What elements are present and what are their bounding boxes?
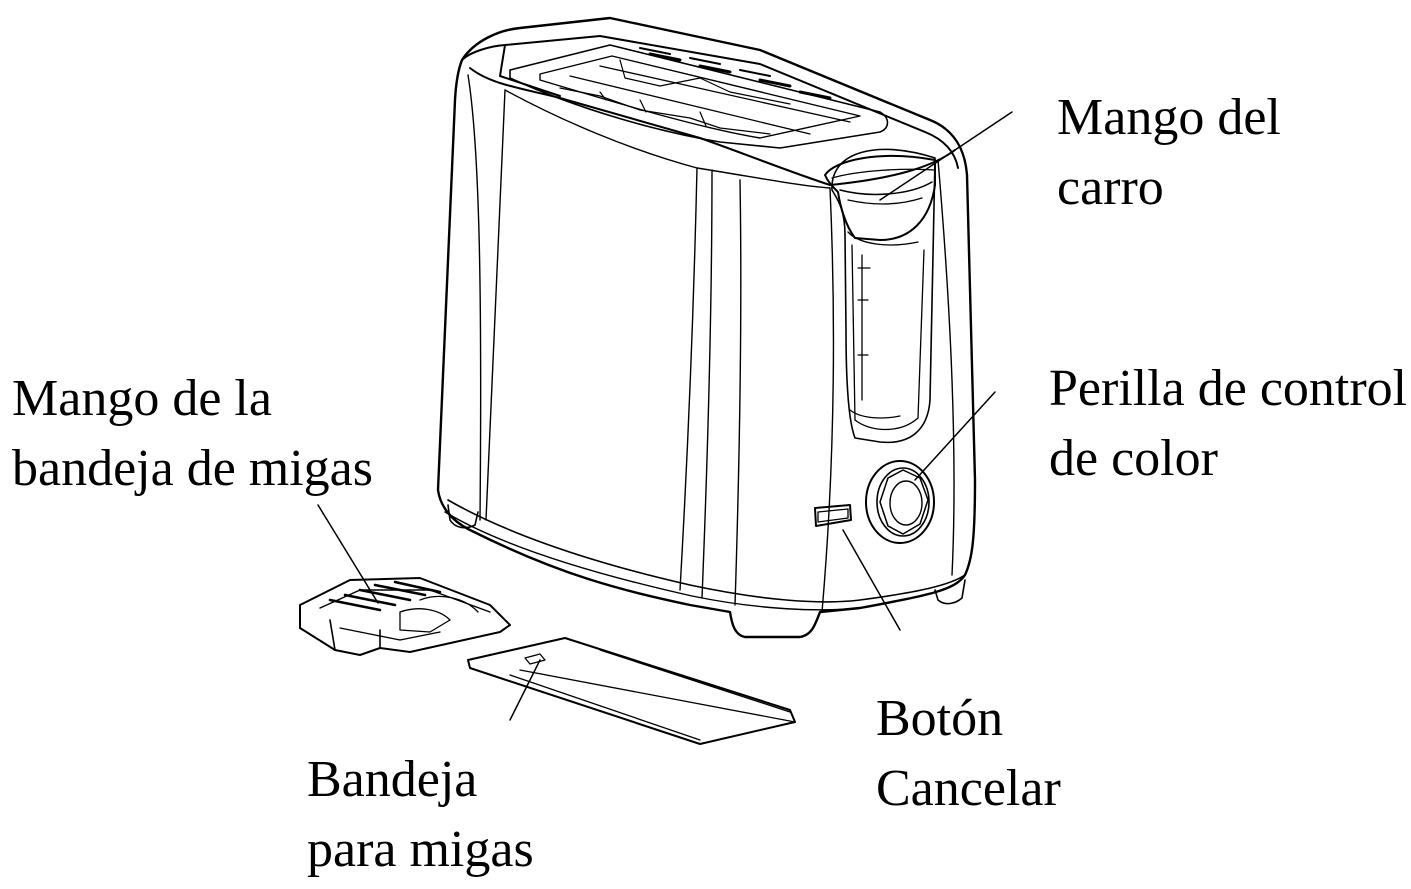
- crumb-tray-shape: [467, 637, 796, 745]
- label-color-control-knob-line1: Perilla de control: [1049, 360, 1408, 417]
- crumb-tray-handle-piece: [299, 577, 511, 656]
- leader-lines: [317, 111, 1013, 721]
- toaster-outline: [436, 16, 977, 639]
- label-cancel-button-line2: Cancelar: [876, 760, 1061, 817]
- leader-carriage-handle: [879, 111, 1013, 201]
- cancel-button-shape[interactable]: [814, 504, 852, 527]
- leader-crumb-tray: [509, 659, 541, 721]
- label-cancel-button-line1: Botón: [876, 690, 1004, 747]
- color-control-knob[interactable]: [865, 460, 935, 544]
- leader-color-knob: [914, 391, 996, 481]
- label-color-control-knob-line2: de color: [1049, 430, 1218, 487]
- label-cancel-button: Botón Cancelar: [876, 684, 1061, 824]
- leader-cancel-button: [842, 529, 901, 631]
- label-crumb-tray-line1: Bandeja: [307, 751, 478, 808]
- label-crumb-tray-handle: Mango de la bandeja de migas: [12, 364, 373, 504]
- label-crumb-tray-handle-line1: Mango de la: [12, 370, 272, 427]
- label-crumb-tray-handle-line2: bandeja de migas: [12, 440, 373, 497]
- label-carriage-handle: Mango del carro: [1057, 83, 1281, 223]
- label-carriage-handle-line2: carro: [1057, 159, 1164, 216]
- carriage-slot: [831, 148, 936, 444]
- toaster-body: [436, 16, 977, 639]
- label-crumb-tray: Bandeja para migas: [307, 745, 534, 885]
- label-crumb-tray-line2: para migas: [307, 821, 534, 878]
- label-carriage-handle-line1: Mango del: [1057, 89, 1281, 146]
- leader-crumb-tray-handle: [317, 504, 379, 604]
- label-color-control-knob: Perilla de control de color: [1049, 354, 1407, 494]
